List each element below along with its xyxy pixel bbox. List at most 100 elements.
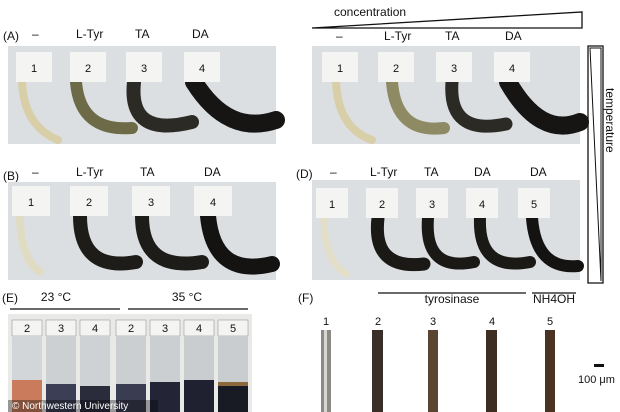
header-d-3: TA xyxy=(424,165,438,179)
panel-f: (F) tyrosinase NH4OH 1 2 3 4 5 100 μm xyxy=(298,291,615,412)
hair-d-4 xyxy=(473,212,536,270)
tag-a-4 xyxy=(184,52,220,82)
temp-35: 35 °C xyxy=(172,290,202,304)
hair-a2-1 xyxy=(332,78,376,144)
temperature-wedge xyxy=(589,47,602,282)
panel-label-b: (B) xyxy=(3,169,19,183)
header-d-5: DA xyxy=(530,165,547,179)
header-a-3: TA xyxy=(135,27,149,41)
hair-d-1 xyxy=(320,214,350,278)
tag-d-2 xyxy=(366,188,398,218)
panel-a: (A) – L-Tyr TA DA 1 2 3 4 xyxy=(3,27,285,144)
tag-number: 2 xyxy=(86,197,92,209)
tag-d-3 xyxy=(416,188,448,218)
tag-d-1 xyxy=(316,188,348,218)
tag-number: 2 xyxy=(379,199,385,211)
vial-number: 4 xyxy=(196,323,202,335)
vial-1: 2 xyxy=(11,319,43,412)
hair-b-1 xyxy=(16,212,44,276)
vial-number: 3 xyxy=(58,323,64,335)
fiber-4 xyxy=(486,330,497,412)
temperature-label: temperature xyxy=(603,88,617,153)
vial-number: 3 xyxy=(162,323,168,335)
vial-6: 4 xyxy=(183,319,215,412)
header-d-1: – xyxy=(330,165,337,179)
vial-5: 3 xyxy=(149,319,181,412)
hair-a2-2 xyxy=(386,76,450,135)
concentration-wedge xyxy=(311,11,583,29)
header-a2-4: DA xyxy=(505,29,522,43)
tag-number: 2 xyxy=(393,63,399,75)
panel-e: (E) 23 °C 35 °C 2 3 4 2 xyxy=(2,290,252,412)
tyrosinase-label: tyrosinase xyxy=(425,292,480,306)
header-d-2: L-Tyr xyxy=(370,165,397,179)
hair-d-2 xyxy=(370,211,431,272)
tag-number: 3 xyxy=(148,197,154,209)
temp-23: 23 °C xyxy=(41,290,71,304)
header-d-4: DA xyxy=(474,165,491,179)
header-b-3: TA xyxy=(140,165,154,179)
panel-b: (B) – L-Tyr TA DA 1 2 3 4 xyxy=(3,165,280,280)
hair-b-2 xyxy=(73,209,143,271)
fiber-5 xyxy=(545,330,555,412)
header-b-4: DA xyxy=(204,165,221,179)
hair-a-1 xyxy=(18,78,62,144)
vial-number: 4 xyxy=(92,323,98,335)
panel-a-concentration: – L-Tyr TA DA 1 2 3 4 xyxy=(312,29,589,144)
tag-number: 1 xyxy=(28,197,34,209)
tag-number: 3 xyxy=(429,199,435,211)
panel-label-f: (F) xyxy=(298,291,313,305)
temperature-frame xyxy=(587,45,604,284)
hair-d-3 xyxy=(421,212,480,270)
vial-3: 4 xyxy=(79,319,111,412)
fiber-number: 5 xyxy=(547,316,553,328)
panel-label-e: (E) xyxy=(2,291,18,305)
tag-a2-3 xyxy=(436,52,472,82)
tag-number: 1 xyxy=(329,199,335,211)
hair-a2-4 xyxy=(499,73,589,135)
vial-4: 2 xyxy=(115,319,147,412)
header-a-4: DA xyxy=(192,27,209,41)
tag-number: 3 xyxy=(451,63,457,75)
header-b-1: – xyxy=(32,165,39,179)
tag-b-3 xyxy=(132,186,170,216)
hair-a-4 xyxy=(185,73,285,133)
watermark-bg xyxy=(8,400,158,412)
temperature-indicator: temperature xyxy=(587,45,617,284)
fiber-number: 2 xyxy=(375,316,381,328)
tag-b-2 xyxy=(70,186,108,216)
fiber-3 xyxy=(428,330,438,412)
scale-bar xyxy=(594,364,604,367)
hair-a-2 xyxy=(70,76,138,135)
tag-a2-4 xyxy=(494,52,530,82)
header-a-1: – xyxy=(32,27,39,41)
tag-number: 1 xyxy=(337,63,343,75)
tag-number: 4 xyxy=(509,63,515,75)
tag-a-3 xyxy=(126,52,162,82)
tag-a2-1 xyxy=(322,52,358,82)
tag-number: 2 xyxy=(85,63,91,75)
tag-number: 4 xyxy=(210,197,216,209)
vial-2: 3 xyxy=(45,319,77,412)
tag-d-4 xyxy=(466,188,498,218)
header-b-2: L-Tyr xyxy=(76,165,103,179)
tag-b-1 xyxy=(12,186,50,216)
hair-b-3 xyxy=(135,209,209,271)
fiber-number: 4 xyxy=(489,316,495,328)
tag-number: 1 xyxy=(31,63,37,75)
tag-number: 5 xyxy=(531,199,537,211)
scale-label: 100 μm xyxy=(578,374,615,386)
fiber-1-highlight xyxy=(324,330,327,412)
panel-label-a: (A) xyxy=(3,29,19,43)
concentration-indicator: concentration xyxy=(311,5,583,29)
header-a2-1: – xyxy=(336,29,343,43)
fiber-number: 3 xyxy=(430,316,436,328)
fiber-number: 1 xyxy=(323,316,329,328)
tag-number: 3 xyxy=(141,63,147,75)
panel-label-d: (D) xyxy=(296,167,313,181)
vial-number: 5 xyxy=(230,323,236,335)
tag-b-4 xyxy=(194,186,232,216)
tag-d-5 xyxy=(518,188,550,218)
tag-number: 4 xyxy=(479,199,485,211)
